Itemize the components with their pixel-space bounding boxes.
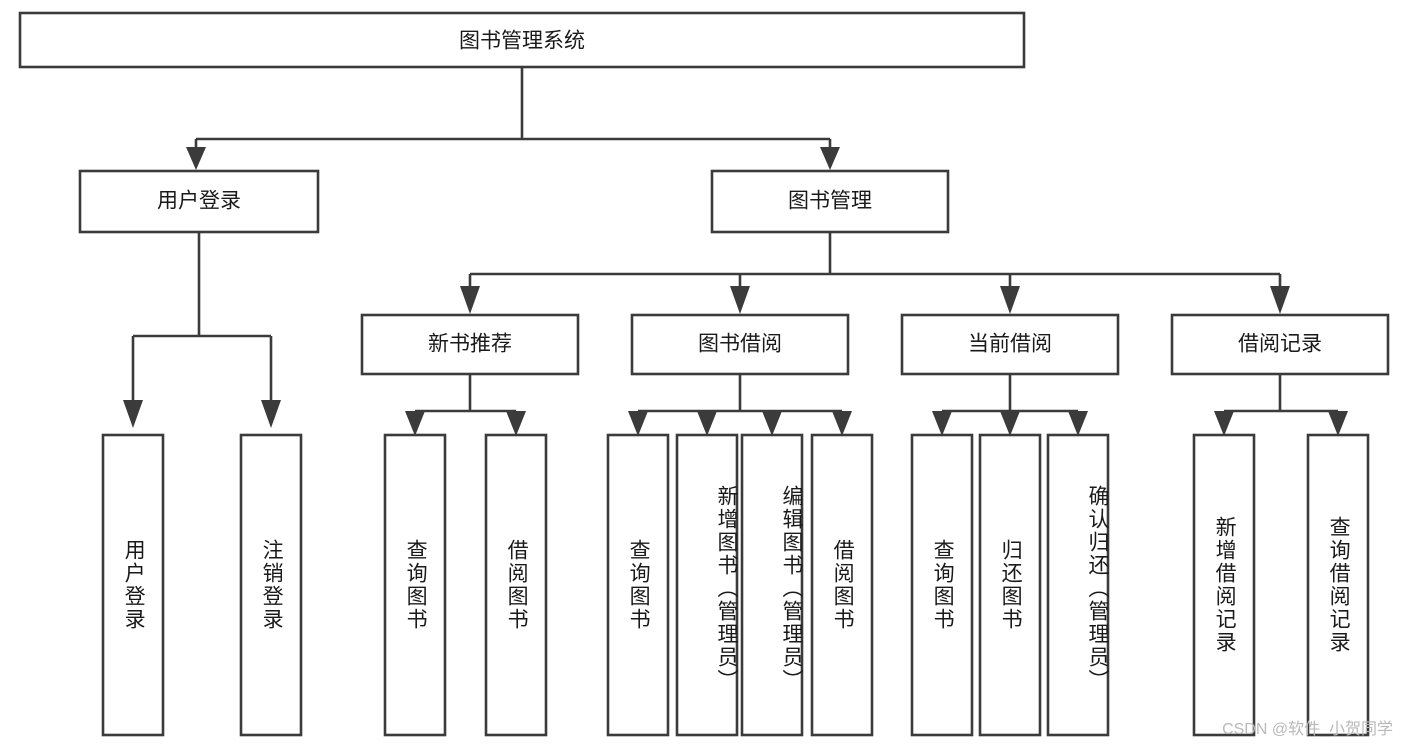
leaf-label-borrow-book-recommend: 借阅图书 — [505, 539, 529, 631]
leaf-box-borrow-book-recommend[interactable] — [484, 433, 548, 737]
arrow-head-book-borrow — [730, 286, 750, 314]
node-book-management-label: 图书管理 — [788, 190, 872, 213]
leaf-box-add-book-admin[interactable] — [675, 433, 739, 737]
leaf-label-user-login: 用户登录 — [122, 539, 146, 631]
leaf-box-add-borrow-record[interactable] — [1192, 433, 1256, 737]
arrow-head-newbook-leaf-1 — [405, 411, 425, 436]
arrow-head-currentborrow-leaf-2 — [1000, 411, 1020, 436]
leaf-box-user-login[interactable] — [101, 433, 165, 737]
leaf-label-query-book-borrow: 查询图书 — [627, 539, 651, 631]
leaf-box-query-book-borrow[interactable] — [606, 433, 670, 737]
arrow-head-userlogin — [186, 147, 206, 170]
arrow-head-newbook-leaf-2 — [506, 411, 526, 436]
leaf-label-add-borrow-record: 新增借阅记录 — [1213, 516, 1237, 654]
node-user-login-label: 用户登录 — [157, 190, 241, 213]
leaf-label-query-book-recommend: 查询图书 — [404, 539, 428, 631]
leaf-label-confirm-return-admin: 确认归还（管理员） — [1086, 484, 1109, 692]
node-book-management-box[interactable] — [710, 169, 950, 234]
arrow-head-bookborrow-leaf-3 — [762, 411, 782, 436]
arrow-head-new-book — [460, 286, 480, 314]
node-root-label: 图书管理系统 — [459, 30, 585, 53]
leaf-label-query-borrow-record: 查询借阅记录 — [1327, 516, 1351, 654]
arrow-head-currentborrow-leaf-1 — [932, 411, 952, 436]
leaf-box-query-book-current[interactable] — [910, 433, 974, 737]
watermark-text: CSDN @软件_小贺同学 — [1222, 721, 1393, 738]
node-user-login-box[interactable] — [78, 169, 320, 234]
node-borrow-record-label: 借阅记录 — [1238, 333, 1322, 356]
arrow-head-currentborrow-leaf-3 — [1068, 411, 1088, 436]
node-book-borrow-label: 图书借阅 — [698, 333, 782, 356]
leaf-box-borrow-book[interactable] — [810, 433, 874, 737]
leaf-box-return-book[interactable] — [978, 433, 1042, 737]
leaf-label-logout: 注销登录 — [260, 539, 284, 631]
arrow-head-borrow-record — [1270, 286, 1290, 314]
leaf-box-query-borrow-record[interactable] — [1306, 433, 1370, 737]
leaf-box-query-book-recommend[interactable] — [383, 433, 447, 737]
node-book-borrow-box[interactable] — [630, 313, 850, 376]
leaf-label-borrow-book: 借阅图书 — [831, 539, 855, 631]
arrow-head-bookmgmt — [820, 147, 840, 170]
leaf-label-return-book: 归还图书 — [999, 539, 1023, 631]
arrow-head-logout-leaf — [261, 400, 281, 428]
arrow-head-bookborrow-leaf-1 — [628, 411, 648, 436]
node-new-book-recommend-label: 新书推荐 — [428, 333, 512, 356]
node-current-borrow-label: 当前借阅 — [968, 333, 1052, 356]
leaf-box-logout[interactable] — [239, 433, 303, 737]
leaf-box-confirm-return-admin[interactable] — [1046, 433, 1110, 737]
leaf-label-query-book-current: 查询图书 — [931, 539, 955, 631]
arrow-head-current-borrow — [1000, 286, 1020, 314]
leaf-label-add-book-admin: 新增图书（管理员） — [715, 484, 738, 692]
arrow-head-borrowrecord-leaf-2 — [1328, 411, 1348, 436]
arrow-head-user-login-leaf — [123, 400, 143, 428]
node-root-box[interactable] — [18, 11, 1026, 69]
node-new-book-recommend-box[interactable] — [360, 313, 580, 376]
leaf-label-edit-book-admin: 编辑图书（管理员） — [780, 484, 803, 692]
leaf-box-edit-book-admin[interactable] — [740, 433, 804, 737]
arrow-head-bookborrow-leaf-2 — [697, 411, 717, 436]
arrow-head-bookborrow-leaf-4 — [832, 411, 852, 436]
node-borrow-record-box[interactable] — [1170, 313, 1390, 376]
arrow-head-borrowrecord-leaf-1 — [1214, 411, 1234, 436]
